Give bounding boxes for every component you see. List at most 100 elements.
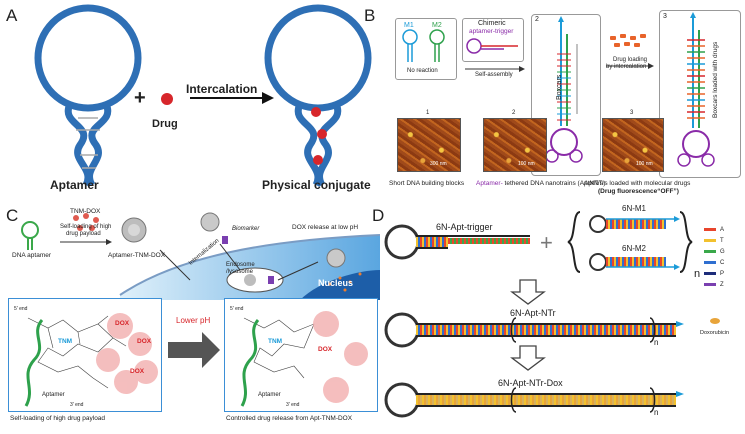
legend-item-t: T <box>704 235 740 246</box>
apt-trigger-label: 6N-Apt-trigger <box>436 222 493 232</box>
drug-pile-icon <box>606 34 654 69</box>
aptamer-trigger-label: aptamer-trigger <box>469 28 514 35</box>
m1-label: M1 <box>404 22 414 29</box>
self-assembly-arrow <box>465 66 525 72</box>
legend-item-p: P <box>704 268 740 279</box>
tnm-structure-left <box>24 313 158 407</box>
boxcars-drugs-label: Boxcars loaded with drugs <box>712 41 719 118</box>
afm-image-1 <box>397 118 461 172</box>
ntr-label: 6N-Apt-NTr <box>510 308 556 318</box>
boxcars-label: Boxcars <box>556 74 563 100</box>
chimeric-box <box>462 18 524 62</box>
tnm-structure-right <box>240 311 368 407</box>
legend-letter: G <box>720 248 725 255</box>
legend-item-z: Z <box>704 279 740 290</box>
nucleus-label: Nucleus <box>318 278 354 288</box>
five-end-right: 5' end <box>230 306 244 312</box>
boxcars-number: 2 <box>535 16 539 23</box>
m1-label-d: 6N-M1 <box>622 204 647 213</box>
svg-text:+: + <box>540 230 553 255</box>
self-assembly-label: Self-assembly <box>475 72 513 78</box>
afm-3-number: 3 <box>630 110 634 116</box>
legend-swatch <box>704 250 716 253</box>
dox-label-left-2: DOX <box>137 338 152 345</box>
panel-b-label: B <box>364 6 376 25</box>
dox-release-label: DOX release at low pH <box>292 224 359 231</box>
m1m2-hairpins <box>402 29 445 62</box>
biomarker-label: Biomarker <box>232 226 260 232</box>
aptamer-hairpin-right <box>264 4 372 187</box>
physical-conjugate-label: Physical conjugate <box>262 178 371 192</box>
drug-loading-label-2: by intercalation <box>606 64 647 70</box>
caption-nanotrains: Aptamer- tethered DNA nanotrains (AptNTr… <box>476 180 605 187</box>
dox-label-left-1: DOX <box>115 320 130 327</box>
aptamer-label: Aptamer <box>50 178 99 192</box>
endosome-label-1: Endosome <box>226 262 255 268</box>
panel-d-label: D <box>372 206 385 225</box>
afm-3-scale: 100 nm <box>636 161 653 167</box>
doxorubicin-icon <box>710 318 720 324</box>
boxcars-box <box>531 14 601 176</box>
cell-diagram <box>21 212 380 300</box>
m1m2-box <box>395 18 457 80</box>
afm-1-number: 1 <box>426 110 430 116</box>
aptamer-label-right: Aptamer <box>258 392 281 398</box>
legend-letter: T <box>720 237 724 244</box>
self-loading-label-1: Self-loading of high <box>60 224 112 230</box>
panel-a-label: A <box>6 6 18 25</box>
n-label-brace: n <box>694 268 701 280</box>
caption-controlled-release: Controlled drug release from Apt-TNM-DOX <box>226 415 353 422</box>
panel-d-diagram: + <box>384 211 693 418</box>
legend-letter: Z <box>720 281 724 288</box>
caption-aptamer-word: Aptamer- <box>476 180 503 187</box>
panel-a-diagram: + <box>34 4 372 187</box>
ntr-dox-label: 6N-Apt-NTr-Dox <box>498 378 563 388</box>
afm-image-3 <box>602 118 664 172</box>
caption-loaded-2: (Drug fluorescence“OFF”) <box>598 188 679 195</box>
five-end-left: 5' end <box>14 306 28 312</box>
legend-letter: C <box>720 259 725 266</box>
m2-label: M2 <box>432 22 442 29</box>
panel-c-label: C <box>6 206 19 225</box>
legend-swatch <box>704 239 716 242</box>
legend-letter: A <box>720 226 725 233</box>
lower-ph-arrow <box>168 332 220 368</box>
n-label-ntr: n <box>654 338 659 347</box>
boxcars-loaded-strand <box>677 12 715 167</box>
caption-self-loading: Self-loading of high drug payload <box>10 415 106 422</box>
drug-label: Drug <box>152 118 178 130</box>
plus-sign: + <box>134 87 146 109</box>
dox-label-left-3: DOX <box>130 368 145 375</box>
tnm-dox-label: TNM-DOX <box>70 208 101 215</box>
afm-2-number: 2 <box>512 110 516 116</box>
tnm-label-right: TNM <box>268 338 283 345</box>
legend-swatch <box>704 272 716 275</box>
legend-swatch <box>704 283 716 286</box>
afm-1-scale: 300 nm <box>430 161 447 167</box>
caption-loaded-1: AptNTrs loaded with molecular drugs <box>584 180 691 187</box>
m2-label-d: 6N-M2 <box>622 244 647 253</box>
dox-label-right-1: DOX <box>318 346 333 353</box>
afm-image-2 <box>483 118 547 172</box>
boxcars-loaded-box <box>659 10 741 178</box>
legend-item-c: C <box>704 257 740 268</box>
legend-swatch <box>704 261 716 264</box>
caption-nanotrains-rest: tethered DNA nanotrains (AptNTrs) <box>502 180 606 187</box>
boxcars-strand <box>545 16 583 163</box>
lower-ph-label: Lower pH <box>176 316 211 325</box>
doxorubicin-label: Doxorubicin <box>700 330 730 336</box>
intercalation-label: Intercalation <box>186 82 258 96</box>
n-label-ntr-dox: n <box>654 408 659 417</box>
no-reaction-label: No reaction <box>407 68 438 74</box>
caption-short-dna: Short DNA building blocks <box>389 180 465 187</box>
three-end-left: 3' end <box>70 402 84 408</box>
tnm-label-left: TNM <box>58 338 73 345</box>
chimeric-strand <box>466 38 518 54</box>
three-end-right: 3' end <box>286 402 300 408</box>
aptamer-tnm-dox-label: Aptamer-TNM-DOX <box>108 252 166 259</box>
dna-aptamer-label: DNA aptamer <box>12 252 52 259</box>
chimeric-label: Chimeric <box>478 20 506 27</box>
legend-item-g: G <box>704 246 740 257</box>
afm-2-scale: 100 nm <box>518 161 535 167</box>
boxcars-loaded-number: 3 <box>663 13 667 20</box>
